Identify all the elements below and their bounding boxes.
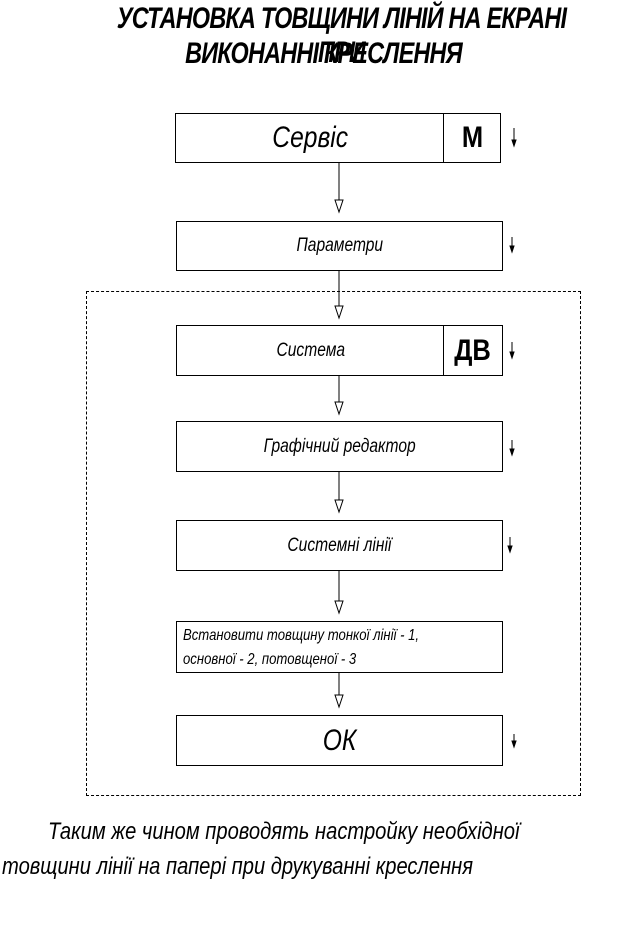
- step-ok: ОК: [176, 715, 503, 766]
- footer-line1: Таким же чином проводять настройку необх…: [48, 818, 520, 845]
- step-set-thickness-line1: Встановити товщину тонкої лінії - 1,: [183, 627, 420, 644]
- step-servis-label: Сервіс: [272, 121, 348, 154]
- step-systema: Система ДВ: [176, 325, 503, 376]
- step-system-lines: Системні лінії: [176, 520, 503, 571]
- step-systema-tag: ДВ: [454, 333, 492, 367]
- dashed-group-frame: [86, 291, 581, 796]
- step-parametry: Параметри: [176, 221, 503, 271]
- step-set-thickness: Встановити товщину тонкої лінії - 1, осн…: [176, 621, 503, 673]
- step-systema-label: Система: [276, 339, 345, 361]
- step-parametry-label: Параметри: [296, 235, 383, 256]
- diagram-title-line2: ВИКОНАННІ КРЕСЛЕННЯ: [185, 37, 463, 70]
- step-set-thickness-line2: основної - 2, потовщеної - 3: [183, 651, 357, 668]
- diagram-title-line1: УСТАНОВКА ТОВЩИНИ ЛІНІЙ НА ЕКРАНІ ПРИ: [116, 2, 567, 69]
- step-system-lines-label: Системні лінії: [287, 534, 392, 556]
- step-graphic-editor-label: Графічний редактор: [263, 435, 416, 457]
- step-servis-tag: М: [461, 121, 483, 154]
- footer-line2: товщини лінії на папері при друкуванні к…: [2, 853, 474, 880]
- step-servis: Сервіс М: [175, 113, 501, 163]
- step-graphic-editor: Графічний редактор: [176, 421, 503, 472]
- step-ok-label: ОК: [322, 723, 357, 757]
